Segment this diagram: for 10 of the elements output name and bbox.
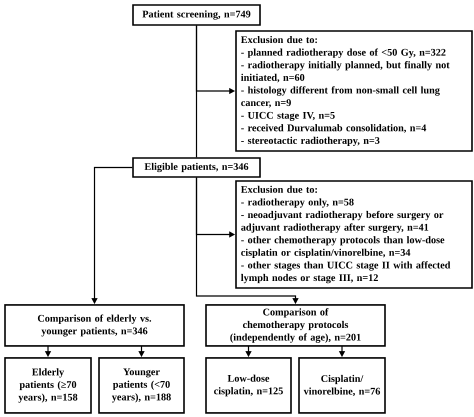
group-box: Comparison of elderly vs. younger patients, n=346 — [4, 304, 185, 347]
process-box: Eligible patients, n=346 — [132, 157, 261, 178]
exclusion-box: Exclusion due to: - planned radiotherapy dose of <50 Gy, n=322 - radiotherapy initially planned, but finally not initiated, n=60 - histology different from non-small cell lung cancer, n=9 - UICC stage IV, n=5 - received Durvalumab consolidation, n=4 - stereotactic radiotherapy, n=3 — [235, 30, 473, 152]
group-box: Younger patients (<70 years), n=188 — [98, 357, 185, 414]
group-box: Comparison of chemotherapy protocols (independently of age), n=201 — [205, 304, 386, 347]
exclusion-box: Exclusion due to: - radiotherapy only, n=58 - neoadjuvant radiotherapy before surgery or adjuvant radiotherapy after surgery, n=41 - other chemotherapy protocols than low-dose cisplatin or cisplatin/vinorelbine, n=34 - other stages than UICC stage II with affected lymph nodes or stage III, n=12 — [235, 180, 473, 289]
group-box: Elderly patients (≥70 years), n=158 — [4, 357, 92, 414]
group-box: Cisplatin/ vinorelbine, n=76 — [298, 357, 386, 414]
process-box: Patient screening, n=749 — [132, 4, 261, 26]
group-box: Low-dose cisplatin, n=125 — [205, 357, 292, 414]
